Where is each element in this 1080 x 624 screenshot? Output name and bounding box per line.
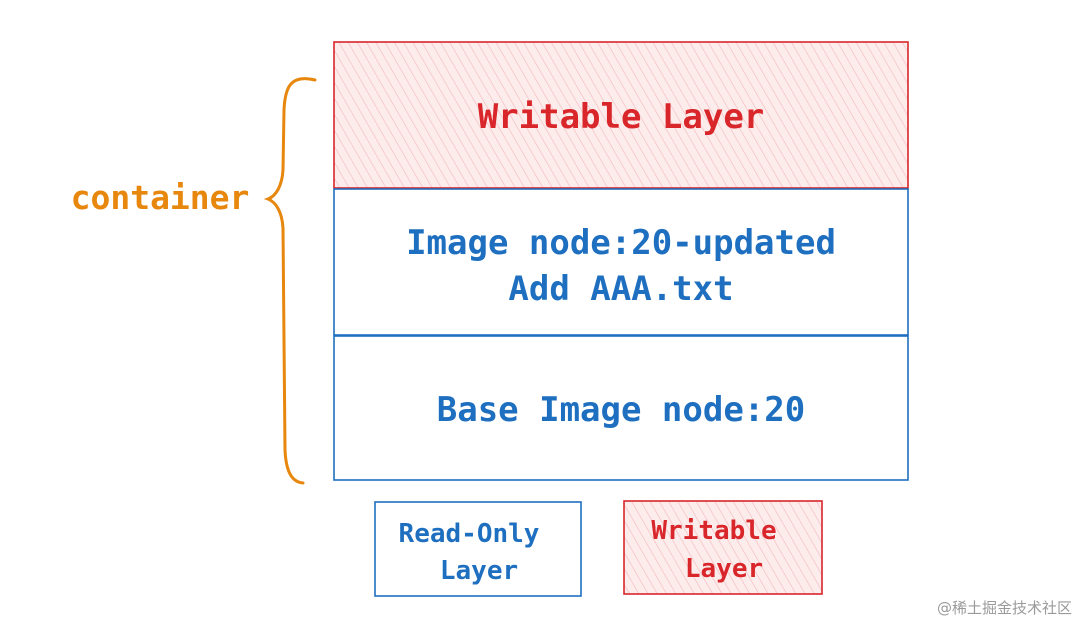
- legend-writable-label: Writable: [651, 516, 776, 546]
- container-brace: [263, 77, 317, 485]
- container-label: container: [71, 178, 250, 217]
- legend-writable-sublabel: Layer: [685, 554, 763, 584]
- base-image-layer-box: [333, 335, 909, 481]
- legend-writable-box: [623, 500, 823, 595]
- image-updated-layer-box: [333, 188, 909, 336]
- legend-readonly-label: Read-Only: [399, 519, 540, 549]
- image-updated-layer-label: Image node:20-updated: [406, 223, 836, 263]
- watermark-text: @稀土掘金技术社区: [936, 599, 1072, 617]
- base-image-layer-label: Base Image node:20: [437, 390, 805, 430]
- writable-layer-box: [333, 41, 909, 189]
- image-updated-layer-sublabel: Add AAA.txt: [508, 269, 733, 309]
- writable-layer-label: Writable Layer: [478, 97, 765, 137]
- legend-readonly-box: [374, 501, 582, 597]
- legend-readonly-sublabel: Layer: [440, 556, 518, 586]
